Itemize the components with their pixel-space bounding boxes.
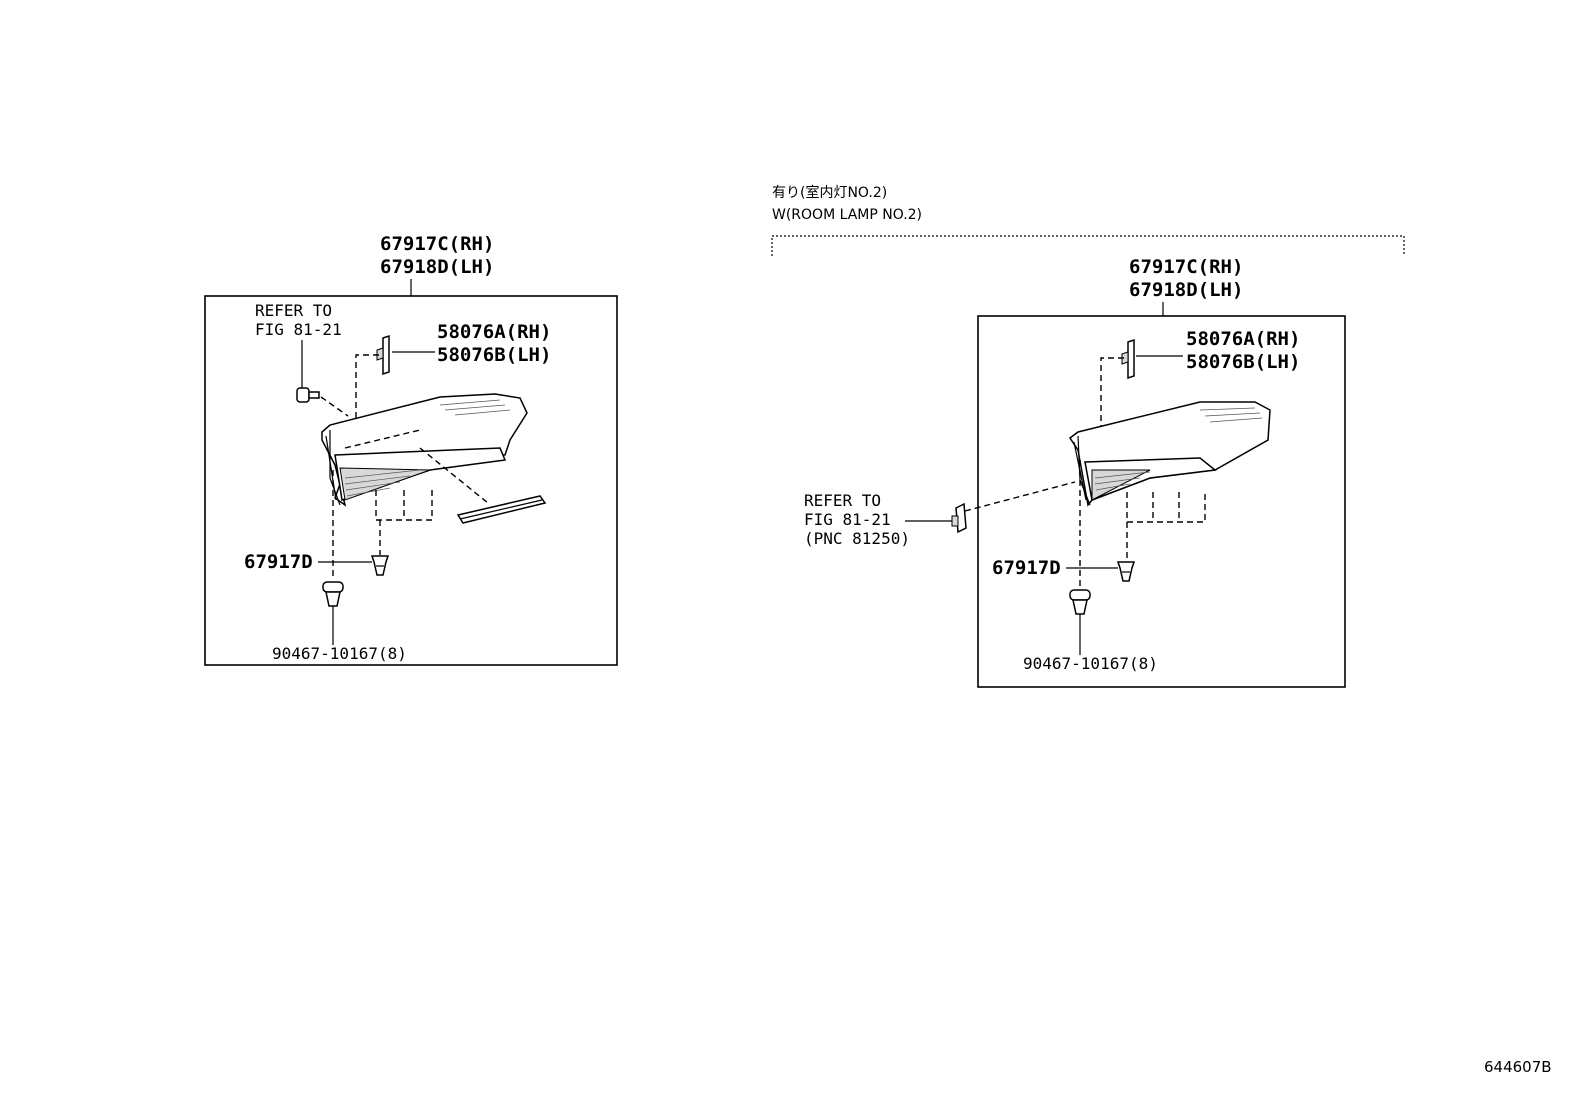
- left-assembly-label-rh[interactable]: 67917C(RH): [380, 233, 494, 255]
- right-screw-label[interactable]: 90467-10167(8): [1023, 654, 1158, 673]
- left-bolt-icon: [296, 387, 349, 417]
- left-scuff-plate-icon: [321, 393, 528, 507]
- left-panel: 67917C(RH) 67918D(LH) REFER TO FIG 81-21…: [204, 233, 618, 666]
- condition-en: W(ROOM LAMP NO.2): [772, 207, 922, 223]
- right-scuff-plate-icon: [1068, 401, 1271, 507]
- left-screw-label[interactable]: 90467-10167(8): [272, 644, 407, 663]
- left-plate-icon: [376, 334, 390, 376]
- figure-id: 644607B: [1484, 1058, 1552, 1076]
- left-assembly-label-lh[interactable]: 67918D(LH): [380, 256, 494, 278]
- right-panel-frame: [977, 315, 1346, 688]
- right-clip-label[interactable]: 67917D: [992, 557, 1061, 579]
- right-plate-label-rh[interactable]: 58076A(RH): [1186, 328, 1300, 350]
- right-panel: 有り(室内灯NO.2) W(ROOM LAMP NO.2) 67917C(RH)…: [771, 184, 1405, 688]
- right-clip-dashbox: [1126, 492, 1206, 523]
- left-refer-line2[interactable]: FIG 81-21: [255, 320, 342, 339]
- left-trim-strip-icon: [456, 495, 547, 524]
- left-plate-label-rh[interactable]: 58076A(RH): [437, 321, 551, 343]
- left-plate-label-lh[interactable]: 58076B(LH): [437, 344, 551, 366]
- right-clip-icon: [1116, 561, 1136, 582]
- left-clip-icon: [370, 555, 390, 576]
- right-assembly-label-rh[interactable]: 67917C(RH): [1129, 256, 1243, 278]
- left-plate-dashline: [355, 354, 379, 440]
- left-clip-label[interactable]: 67917D: [244, 551, 313, 573]
- left-panel-frame: [204, 295, 618, 666]
- right-plate-dashline: [1100, 357, 1124, 440]
- right-refer-line2[interactable]: FIG 81-21: [804, 510, 891, 529]
- right-lamp-icon: [951, 502, 967, 534]
- left-scuff-plate-holes: [344, 429, 489, 504]
- left-refer-line1[interactable]: REFER TO: [255, 301, 332, 320]
- condition-bracket: [771, 235, 1405, 256]
- right-refer-line3[interactable]: (PNC 81250): [804, 529, 910, 548]
- condition-jp: 有り(室内灯NO.2): [772, 184, 887, 201]
- left-clip-dashbox: [375, 490, 433, 521]
- right-refer-line1[interactable]: REFER TO: [804, 491, 881, 510]
- right-assembly-label-lh[interactable]: 67918D(LH): [1129, 279, 1243, 301]
- right-lamp-dashline: [964, 481, 1076, 512]
- right-plate-label-lh[interactable]: 58076B(LH): [1186, 351, 1300, 373]
- right-plate-icon: [1121, 338, 1135, 380]
- left-screw-icon: [322, 581, 344, 645]
- right-screw-icon: [1069, 589, 1091, 655]
